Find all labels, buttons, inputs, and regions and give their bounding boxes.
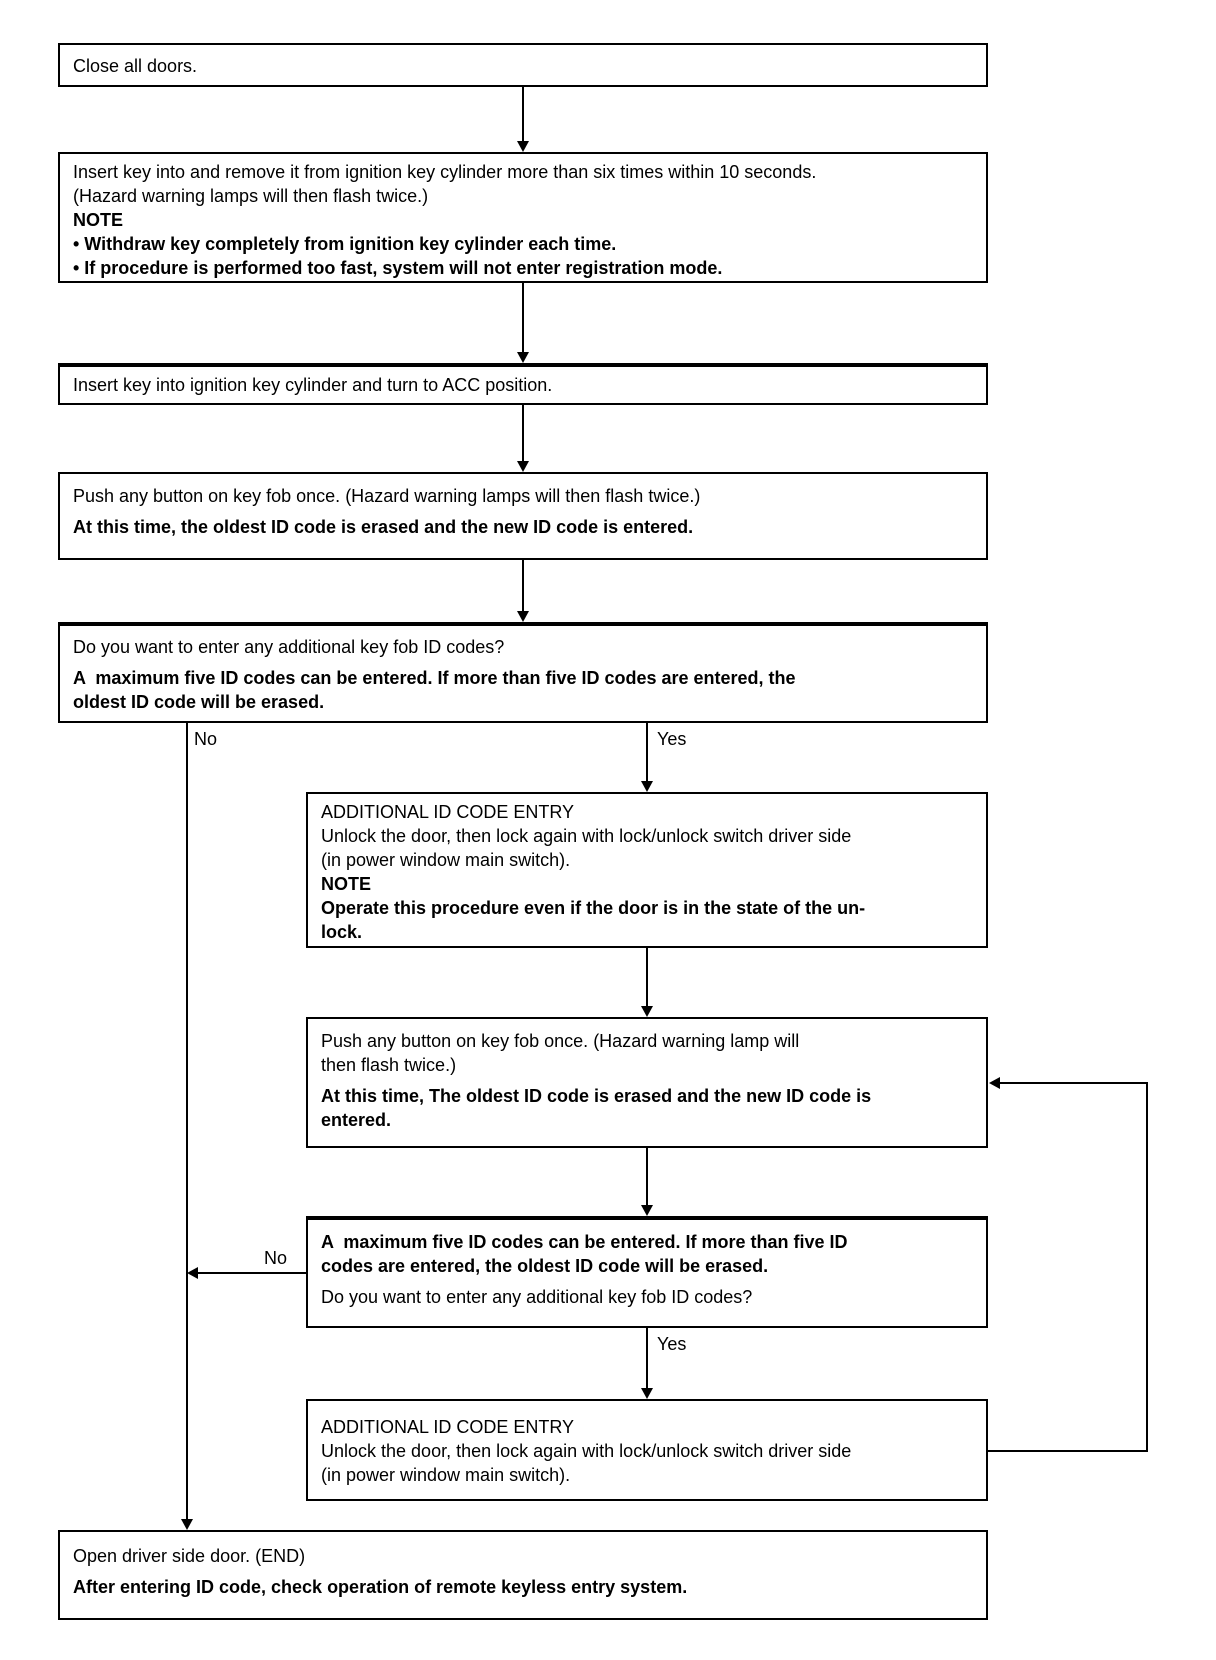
text-line: Open driver side door. (END) xyxy=(73,1546,306,1566)
arrowhead-down-icon xyxy=(641,781,653,792)
flow-box-additional-codes-question: Do you want to enter any additional key … xyxy=(58,622,988,723)
connector-feedback-bottom xyxy=(988,1450,1148,1452)
text-line: Unlock the door, then lock again with lo… xyxy=(321,826,852,846)
flow-box-insert-remove-key: Insert key into and remove it from ignit… xyxy=(58,152,988,283)
connector-yes-box8-box9 xyxy=(646,1328,648,1389)
box-title: ADDITIONAL ID CODE ENTRY xyxy=(321,802,575,822)
text-line: At this time, the oldest ID code is eras… xyxy=(73,517,694,537)
flow-box-max-five-codes-question: A maximum five ID codes can be entered. … xyxy=(306,1216,988,1328)
text-line: Unlock the door, then lock again with lo… xyxy=(321,1441,852,1461)
connector-no-rail xyxy=(186,723,188,1520)
note-heading: NOTE xyxy=(321,874,372,894)
text-line: (in power window main switch). xyxy=(321,1465,571,1485)
text-line: then flash twice.) xyxy=(321,1055,457,1075)
connector-box7-box8 xyxy=(646,1148,648,1206)
flow-box-open-driver-door-end: Open driver side door. (END) After enter… xyxy=(58,1530,988,1620)
connector-box6-box7 xyxy=(646,948,648,1007)
branch-label-no-1: No xyxy=(192,727,220,751)
note-heading: NOTE xyxy=(73,210,124,230)
text-line: codes are entered, the oldest ID code wi… xyxy=(321,1256,769,1276)
connector-box2-box3 xyxy=(522,283,524,353)
text-line: Do you want to enter any additional key … xyxy=(321,1287,753,1307)
arrowhead-down-icon xyxy=(641,1205,653,1216)
text-line: Push any button on key fob once. (Hazard… xyxy=(321,1031,800,1051)
text-line: (Hazard warning lamps will then flash tw… xyxy=(73,186,429,206)
arrowhead-left-icon xyxy=(187,1267,198,1279)
connector-box4-box5 xyxy=(522,560,524,612)
text-line: Push any button on key fob once. (Hazard… xyxy=(73,486,701,506)
arrowhead-down-icon xyxy=(181,1519,193,1530)
text-line: At this time, The oldest ID code is eras… xyxy=(321,1086,872,1106)
arrowhead-down-icon xyxy=(641,1006,653,1017)
note-bullet: • Withdraw key completely from ignition … xyxy=(73,234,617,254)
arrowhead-down-icon xyxy=(517,352,529,363)
text-line: entered. xyxy=(321,1110,392,1130)
box-title: ADDITIONAL ID CODE ENTRY xyxy=(321,1417,575,1437)
arrowhead-down-icon xyxy=(517,461,529,472)
text-line: lock. xyxy=(321,922,363,942)
flow-box-push-button-loop: Push any button on key fob once. (Hazard… xyxy=(306,1017,988,1148)
text-line: oldest ID code will be erased. xyxy=(73,692,325,712)
branch-label-yes-2: Yes xyxy=(655,1332,689,1356)
text-line: (in power window main switch). xyxy=(321,850,571,870)
text-line: Close all doors. xyxy=(73,56,198,76)
branch-label-no-2: No xyxy=(262,1246,290,1270)
text-line: Do you want to enter any additional key … xyxy=(73,637,505,657)
arrowhead-down-icon xyxy=(517,141,529,152)
arrowhead-down-icon xyxy=(517,611,529,622)
flow-box-close-all-doors: Close all doors. xyxy=(58,43,988,87)
branch-label-yes-1: Yes xyxy=(655,727,689,751)
connector-feedback-top xyxy=(999,1082,1148,1084)
text-line: Insert key into ignition key cylinder an… xyxy=(73,375,553,395)
connector-box1-box2 xyxy=(522,87,524,142)
text-line: A maximum five ID codes can be entered. … xyxy=(73,668,796,688)
flow-box-additional-id-code-entry-1: ADDITIONAL ID CODE ENTRY Unlock the door… xyxy=(306,792,988,948)
text-line: Insert key into and remove it from ignit… xyxy=(73,162,817,182)
text-line: A maximum five ID codes can be entered. … xyxy=(321,1232,848,1252)
text-line: After entering ID code, check operation … xyxy=(73,1577,688,1597)
flow-box-turn-to-acc: Insert key into ignition key cylinder an… xyxy=(58,363,988,405)
connector-box3-box4 xyxy=(522,405,524,462)
flow-box-push-button-first: Push any button on key fob once. (Hazard… xyxy=(58,472,988,560)
flow-box-additional-id-code-entry-2: ADDITIONAL ID CODE ENTRY Unlock the door… xyxy=(306,1399,988,1501)
arrowhead-left-icon xyxy=(989,1077,1000,1089)
arrowhead-down-icon xyxy=(641,1388,653,1399)
connector-yes-box5-box6 xyxy=(646,723,648,782)
connector-feedback-rail xyxy=(1146,1082,1148,1452)
connector-no-box8 xyxy=(196,1272,306,1274)
note-bullet: • If procedure is performed too fast, sy… xyxy=(73,258,723,278)
text-line: Operate this procedure even if the door … xyxy=(321,898,866,918)
